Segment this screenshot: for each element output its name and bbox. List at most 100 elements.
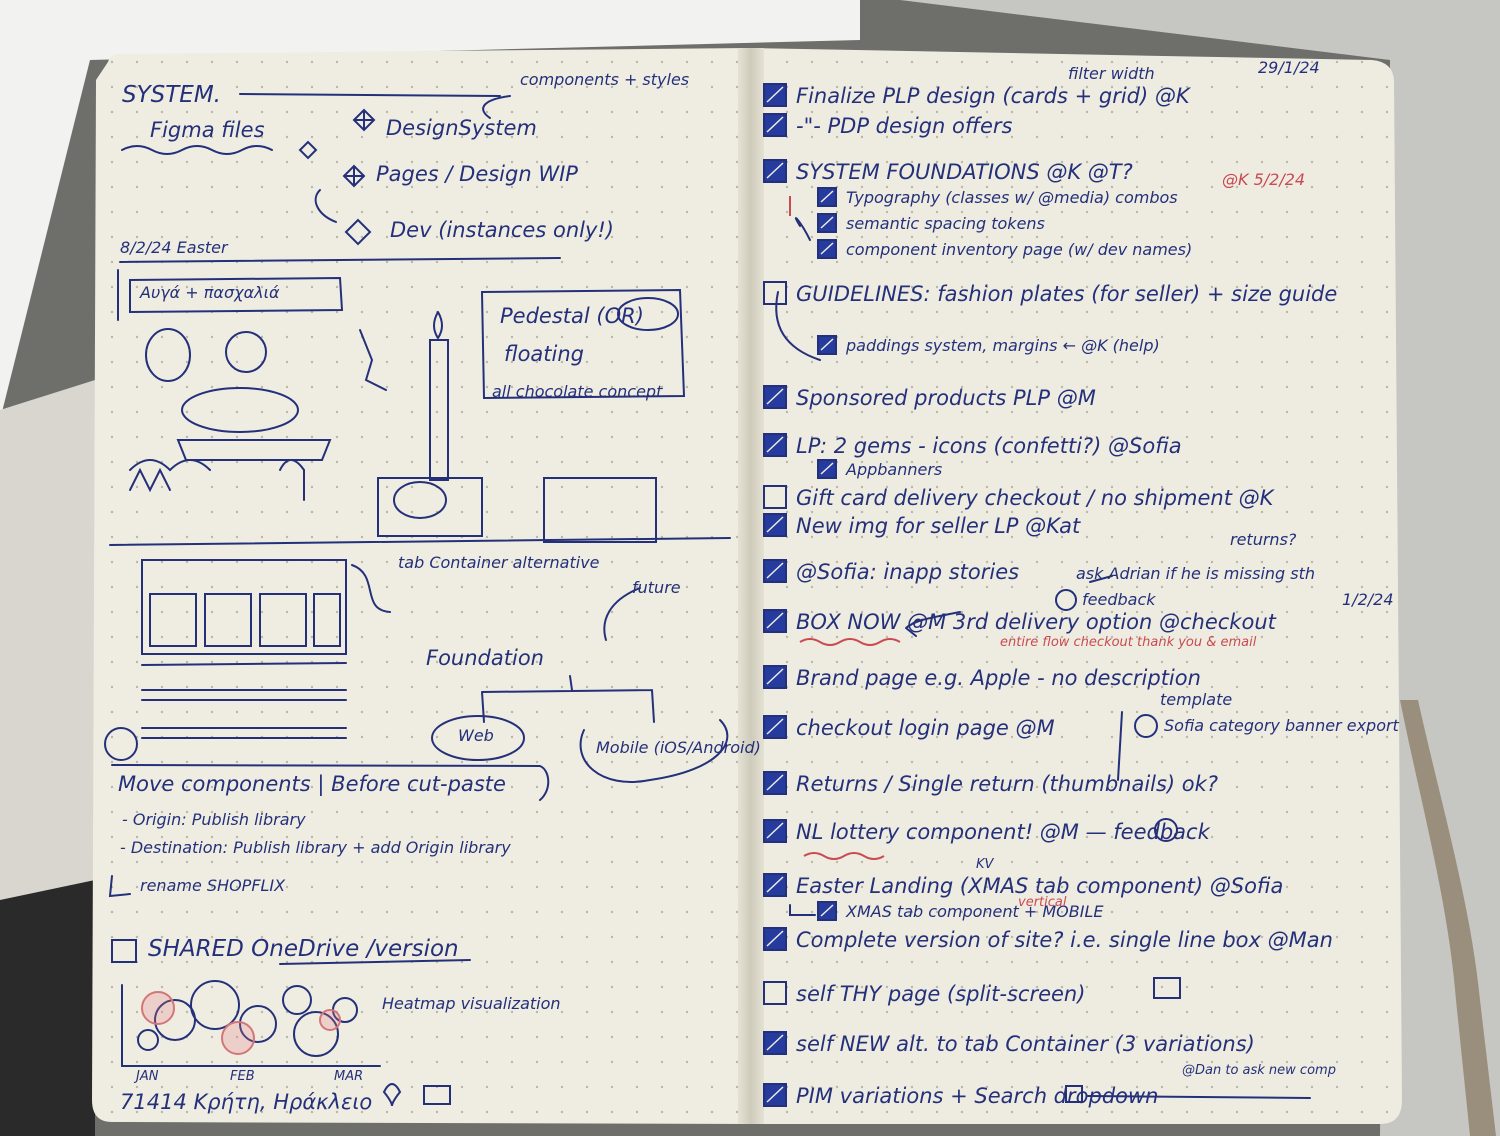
- destination-note: - Destination: Publish library + add Ori…: [120, 838, 511, 857]
- date-1-2: 1/2/24: [1342, 590, 1394, 609]
- task-checkmark-20: [766, 876, 784, 893]
- task-checkmark-13: [766, 516, 784, 533]
- task-checkmark-4: [820, 190, 834, 203]
- figma-files-label: Figma files: [150, 118, 265, 142]
- task-label: @Sofia: inapp stories: [796, 560, 1020, 584]
- task-label: Brand page e.g. Apple - no description: [796, 666, 1201, 690]
- filter-width-note: filter width: [1068, 64, 1155, 83]
- ask-adrian-note: ask Adrian if he is missing sth: [1076, 564, 1316, 583]
- task-checkbox-23: [763, 981, 787, 1005]
- web-label: Web: [458, 726, 494, 745]
- task-checkbox-7: [763, 281, 787, 305]
- task-label: paddings system, margins ← @K (help): [846, 336, 1160, 355]
- task-label: component inventory page (w/ dev names): [846, 240, 1193, 259]
- task-label: BOX NOW @M 3rd delivery option @checkout: [796, 610, 1276, 634]
- task-checkmark-15: [766, 612, 784, 629]
- rename-note: rename SHOPFLIX: [140, 876, 286, 895]
- file-pages: Pages / Design WIP: [376, 162, 578, 186]
- task-label: LP: 2 gems - icons (confetti?) @Sofia: [796, 434, 1182, 458]
- task-label: Complete version of site? i.e. single li…: [796, 928, 1333, 952]
- task-label: self NEW alt. to tab Container (3 variat…: [796, 1032, 1255, 1056]
- sofia-category-note: Sofia category banner export: [1164, 716, 1399, 735]
- task-label: checkout login page @M: [796, 716, 1055, 740]
- right-page-sketches: [775, 217, 1311, 1103]
- task-checkmark-22: [766, 930, 784, 947]
- task-checkmark-1: [766, 86, 784, 103]
- left-page-dots: [92, 48, 752, 1124]
- right-page-checkboxes: [763, 83, 837, 1107]
- task-label: Finalize PLP design (cards + grid) @K: [796, 84, 1190, 108]
- template-note: template: [1160, 690, 1233, 709]
- notebook-elastic-band: [1400, 700, 1496, 1136]
- task-label: Gift card delivery checkout / no shipmen…: [796, 486, 1274, 510]
- task-label: Sponsored products PLP @M: [796, 386, 1096, 410]
- background-paper-edge: [0, 380, 95, 960]
- pedestal-label: Pedestal (OR): [500, 304, 644, 328]
- task-label: self THY page (split-screen): [796, 982, 1086, 1006]
- red-underlines: [789, 196, 901, 860]
- task-checkmark-18: [766, 774, 784, 791]
- right-page-dots: [752, 48, 1402, 1124]
- dan-note: @Dan to ask new comp: [1182, 1063, 1336, 1078]
- task-checkmark-11: [820, 462, 834, 475]
- kv-note: KV: [976, 857, 994, 872]
- file-dev: Dev (instances only!): [390, 218, 614, 242]
- task-checkbox-12: [763, 485, 787, 509]
- task-checkmark-25: [766, 1086, 784, 1103]
- origin-note: - Origin: Publish library: [122, 810, 306, 829]
- month-feb: FEB: [230, 1069, 255, 1084]
- foundation-label: Foundation: [426, 646, 544, 670]
- task-label: New img for seller LP @Kat: [796, 514, 1081, 538]
- task-checkmark-19: [766, 822, 784, 839]
- heatmap-red-blobs: [141, 991, 341, 1055]
- background-surface: [900, 0, 1500, 1136]
- feedback-note: feedback: [1082, 590, 1156, 609]
- system-title: SYSTEM.: [122, 82, 221, 108]
- task-checkmark-16: [766, 668, 784, 685]
- entire-flow-note: entire flow checkout thank you & email: [1000, 635, 1257, 650]
- floating-label: floating: [504, 342, 584, 366]
- move-components: Move components | Before cut-paste: [118, 772, 506, 796]
- background-dark-corner: [0, 880, 95, 1136]
- task-label: GUIDELINES: fashion plates (for seller) …: [796, 282, 1338, 306]
- task-checkmark-3: [766, 162, 784, 179]
- mobile-label: Mobile (iOS/Android): [596, 738, 761, 757]
- task-checkmark-5: [820, 216, 834, 229]
- task-checkmark-21: [820, 904, 834, 917]
- task-label: NL lottery component! @M — feedback: [796, 820, 1210, 844]
- background-paper: [0, 0, 860, 420]
- easter-banner: Αυγά + πασχαλιά: [140, 283, 280, 302]
- task-checkmark-24: [766, 1034, 784, 1051]
- easter-heading: 8/2/24 Easter: [120, 238, 228, 257]
- vertical-note: vertical: [1018, 895, 1067, 910]
- tab-container-label: tab Container alternative: [398, 553, 600, 572]
- address-line: 71414 Κρήτη, Ηράκλειο: [120, 1090, 373, 1114]
- all-chocolate-label: all chocolate concept: [492, 382, 663, 401]
- task-label: Returns / Single return (thumbnails) ok?: [796, 772, 1218, 796]
- task-label: Appbanners: [846, 460, 943, 479]
- left-page-sketches: [104, 93, 731, 1107]
- future-label: future: [632, 578, 681, 597]
- month-mar: MAR: [334, 1069, 364, 1084]
- task-label: semantic spacing tokens: [846, 214, 1045, 233]
- file-design-system: DesignSystem: [386, 116, 537, 140]
- returns-question: returns?: [1230, 530, 1297, 549]
- task-checkmark-14: [766, 562, 784, 579]
- task-checkmark-8: [820, 338, 834, 351]
- task-checkmark-10: [766, 436, 784, 453]
- task-label: SYSTEM FOUNDATIONS @K @T?: [796, 160, 1133, 184]
- task-label: Easter Landing (XMAS tab component) @Sof…: [796, 874, 1284, 898]
- heatmap-viz-label: Heatmap visualization: [382, 994, 561, 1013]
- task-checkmark-2: [766, 116, 784, 133]
- shared-onedrive: SHARED OneDrive /version: [148, 936, 459, 962]
- task-checkmark-17: [766, 718, 784, 735]
- k-date-note: @K 5/2/24: [1222, 170, 1306, 189]
- page-date: 29/1/24: [1258, 58, 1320, 77]
- task-label: XMAS tab component + MOBILE: [846, 902, 1104, 921]
- task-checkmark-9: [766, 388, 784, 405]
- task-label: PIM variations + Search dropdown: [796, 1084, 1159, 1108]
- task-label: Typography (classes w/ @media) combos: [846, 188, 1178, 207]
- month-jan: JAN: [136, 1069, 159, 1084]
- notebook-spine: [738, 48, 764, 1124]
